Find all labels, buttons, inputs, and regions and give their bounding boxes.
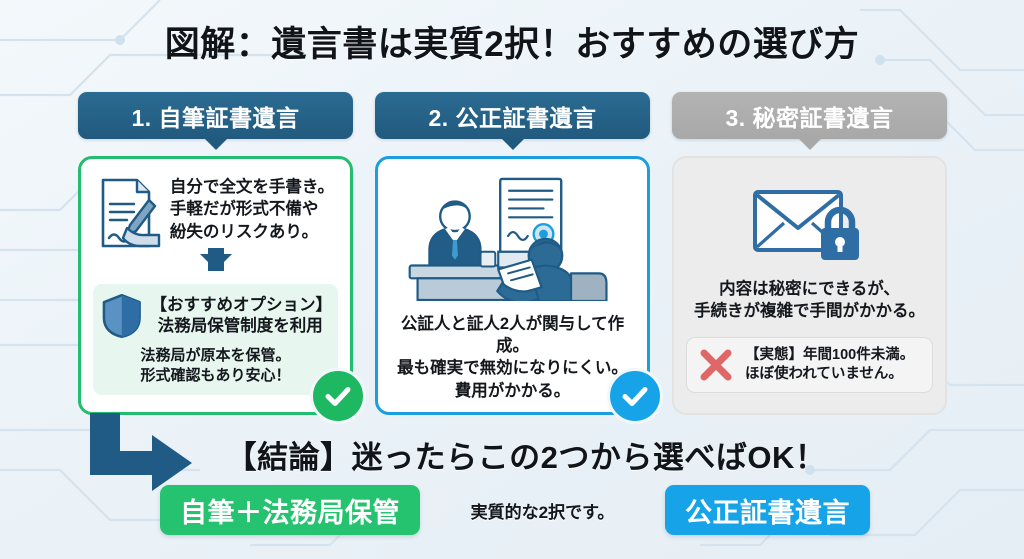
conclusion-text: 【結論】迷ったらこの2つから選べばOK！ xyxy=(225,440,827,475)
card1-desc-line-3: 紛失のリスクあり。 xyxy=(169,222,319,241)
between-pills-text: 実質的な2択です。 xyxy=(470,502,615,522)
column-himitsu: 3. 秘密証書遺言 内容は秘密にできるが、 手続きが複雑で手間がかかる。 【実態… xyxy=(672,92,947,415)
recommend-sub-line-1: 法務局が原本を保管。 xyxy=(140,347,291,364)
down-arrow-icon xyxy=(199,248,232,271)
alert-line-1: 【実態】年間100件未満。 xyxy=(745,346,915,363)
handwriting-document-icon xyxy=(101,178,161,248)
card1-top-row: 自分で全文を手書き。 手軽だが形式不備や 紛失のリスクあり。 xyxy=(97,176,334,250)
card3-description: 内容は秘密にできるが、 手続きが複雑で手間がかかる。 xyxy=(694,278,925,323)
card2-desc-line-1: 公証人と証人2人が関与して作成。 xyxy=(400,314,625,356)
locked-envelope-icon xyxy=(752,190,859,260)
column-jihitsu: 1. 自筆証書遺言 自分で全文を手書き。 手軽だが形式不備や 紛失のリスクあり。 xyxy=(78,92,366,424)
card-kosei: 公証人と証人2人が関与して作成。 最も確実で無効になりにくい。 費用がかかる。 xyxy=(375,156,663,424)
recommend-subtext: 法務局が原本を保管。 形式確認もあり安心！ xyxy=(140,346,290,385)
recommend-heading-line-2: 法務局保管制度を利用 xyxy=(157,317,323,335)
check-icon xyxy=(325,387,351,406)
card3-desc-line-2: 手続きが複雑で手間がかかる。 xyxy=(694,302,925,321)
column-header-1: 1. 自筆証書遺言 xyxy=(78,92,353,150)
card2-description: 公証人と証人2人が関与して作成。 最も確実で無効になりにくい。 費用がかかる。 xyxy=(390,313,635,402)
alert-line-2: ほぼ使われていません。 xyxy=(745,365,903,382)
card2-desc-line-3: 費用がかかる。 xyxy=(454,381,571,400)
pill-kosei-shosho[interactable]: 公正証書遺言 xyxy=(664,485,870,535)
conclusion-pill-row: 自筆＋法務局保管 実質的な2択です。 公正証書遺言 xyxy=(160,483,870,537)
recommend-heading-line-1: 【おすすめオプション】 xyxy=(150,295,333,314)
red-x-icon xyxy=(700,349,732,381)
pill-jihitsu-homukyoku[interactable]: 自筆＋法務局保管 xyxy=(160,485,420,535)
recommend-head-row: 【おすすめオプション】 法務局保管制度を利用 xyxy=(101,293,333,339)
check-badge-kosei xyxy=(607,368,663,424)
card1-desc-line-1: 自分で全文を手書き。 xyxy=(169,178,335,196)
card-jihitsu: 自分で全文を手書き。 手軽だが形式不備や 紛失のリスクあり。 【おすすめオプショ… xyxy=(78,156,366,424)
check-badge-jihitsu xyxy=(310,368,366,424)
column-header-2: 2. 公正証書遺言 xyxy=(375,92,650,150)
reality-alert-text: 【実態】年間100件未満。 ほぼ使われていません。 xyxy=(745,346,914,384)
elbow-right-arrow-icon xyxy=(90,413,192,491)
card1-desc-line-2: 手軽だが形式不備や xyxy=(169,200,319,219)
card2-desc-line-2: 最も確実で無効になりにくい。 xyxy=(397,359,628,378)
column-header-3: 3. 秘密証書遺言 xyxy=(672,92,947,150)
recommend-heading: 【おすすめオプション】 法務局保管制度を利用 xyxy=(150,295,333,337)
notary-consultation-illustration xyxy=(408,177,608,301)
shield-icon xyxy=(102,293,141,339)
recommend-box: 【おすすめオプション】 法務局保管制度を利用 法務局が原本を保管。 形式確認もあ… xyxy=(93,284,338,395)
reality-alert-box: 【実態】年間100件未満。 ほぼ使われていません。 xyxy=(686,336,933,393)
page-title: 図解：遺言書は実質2択！おすすめの選び方 xyxy=(164,25,860,64)
card3-desc-line-1: 内容は秘密にできるが、 xyxy=(719,280,900,298)
check-icon xyxy=(622,387,648,406)
column-kosei: 2. 公正証書遺言 xyxy=(375,92,663,424)
recommend-sub-line-2: 形式確認もあり安心！ xyxy=(140,366,291,384)
card-himitsu: 内容は秘密にできるが、 手続きが複雑で手間がかかる。 【実態】年間100件未満。… xyxy=(672,156,947,415)
card1-description: 自分で全文を手書き。 手軽だが形式不備や 紛失のリスクあり。 xyxy=(170,176,334,243)
